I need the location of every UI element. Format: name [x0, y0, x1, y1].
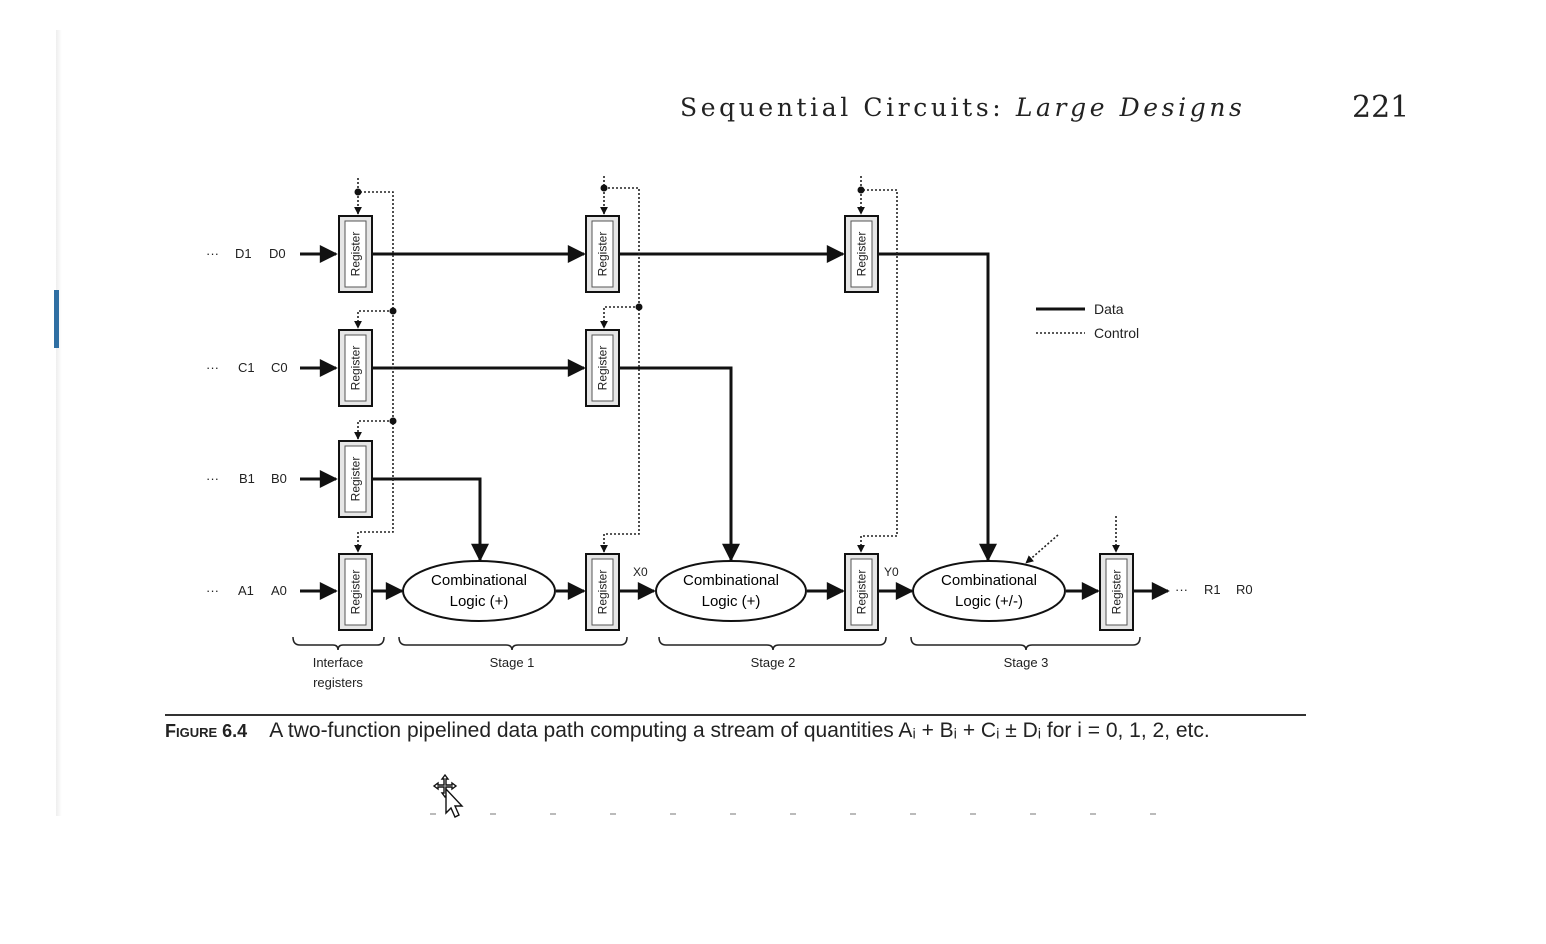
- register-a-interface: Register: [338, 553, 373, 631]
- register-label: Register: [596, 346, 610, 391]
- page-number: 221: [1352, 90, 1410, 125]
- register-d-stage2: Register: [844, 215, 879, 293]
- figure-label-prefix: F: [165, 721, 176, 741]
- logic-block-3-line2: Logic (+/-): [955, 593, 1023, 610]
- input-c-ellipsis: ···: [206, 360, 219, 375]
- input-d1: D1: [235, 246, 252, 261]
- brace-interface: [292, 636, 385, 651]
- input-b1: B1: [239, 471, 255, 486]
- register-label: Register: [855, 570, 869, 615]
- register-label: Register: [349, 346, 363, 391]
- logic-block-1-line2: Logic (+): [450, 593, 509, 610]
- input-b-ellipsis: ···: [206, 471, 219, 486]
- stage-label-interface-1: Interface: [313, 655, 364, 670]
- input-a-ellipsis: ···: [206, 583, 219, 598]
- register-label: Register: [596, 570, 610, 615]
- register-d-interface: Register: [338, 215, 373, 293]
- legend-control-label: Control: [1094, 325, 1139, 341]
- logic-block-1: Combinational Logic (+): [402, 560, 556, 622]
- running-header-roman: Sequential Circuits:: [680, 93, 1016, 122]
- register-label: Register: [596, 232, 610, 277]
- figure-caption: Figure 6.4 A two-function pipelined data …: [165, 718, 1315, 744]
- register-label: Register: [1110, 570, 1124, 615]
- bottom-page-edge: [430, 813, 1170, 815]
- brace-stage1: [398, 636, 628, 651]
- register-c-interface: Register: [338, 329, 373, 407]
- control-junctions: [354, 184, 865, 425]
- register-x-stage1: Register: [585, 553, 620, 631]
- input-a0: A0: [271, 583, 287, 598]
- logic-block-1-line1: Combinational: [431, 572, 527, 589]
- brace-stage3: [910, 636, 1141, 651]
- stage-braces: [292, 636, 1141, 651]
- wire-c-to-logic2: [620, 366, 740, 562]
- output-r0: R0: [1236, 582, 1253, 597]
- figure-label-number: 6.4: [217, 721, 248, 741]
- legend: Data Control: [1036, 301, 1139, 341]
- logic-block-3-line1: Combinational: [941, 572, 1037, 589]
- register-y-stage2: Register: [844, 553, 879, 631]
- input-c0: C0: [271, 360, 288, 375]
- move-cursor-icon: [432, 773, 466, 825]
- label-x0: X0: [633, 565, 648, 579]
- running-header-italic: Large Designs: [1015, 93, 1246, 122]
- register-b-interface: Register: [338, 440, 373, 518]
- output-r1: R1: [1204, 582, 1221, 597]
- logic-block-2-line1: Combinational: [683, 572, 779, 589]
- register-label: Register: [349, 457, 363, 502]
- wire-b-to-logic1: [373, 477, 489, 562]
- input-d0: D0: [269, 246, 286, 261]
- page-edge: [56, 30, 62, 816]
- caption-text: A two-function pipelined data path compu…: [269, 719, 1210, 742]
- register-group: RegisterRegisterRegisterRegisterRegister…: [338, 215, 1134, 631]
- register-label: Register: [855, 232, 869, 277]
- register-d-stage1: Register: [585, 215, 620, 293]
- output-ellipsis: ···: [1175, 582, 1188, 597]
- input-d-ellipsis: ···: [206, 246, 219, 261]
- input-c1: C1: [238, 360, 255, 375]
- stage-labels: Interface registers Stage 1 Stage 2 Stag…: [313, 655, 1049, 690]
- register-label: Register: [349, 232, 363, 277]
- brace-stage2: [658, 636, 887, 651]
- legend-data-label: Data: [1094, 301, 1124, 317]
- figure-label: Figure 6.4: [165, 721, 247, 741]
- input-a1: A1: [238, 583, 254, 598]
- register-r-stage3: Register: [1099, 553, 1134, 631]
- stage-label-interface-2: registers: [313, 675, 363, 690]
- input-labels: ··· D1 D0 ··· C1 C0 ··· B1 B0 ··· A1 A0 …: [206, 246, 1253, 598]
- label-y0: Y0: [884, 565, 899, 579]
- register-c-stage1: Register: [585, 329, 620, 407]
- logic-block-2: Combinational Logic (+): [655, 560, 807, 622]
- wire-d-to-logic3: [879, 252, 997, 562]
- caption-rule: [165, 714, 1306, 716]
- bookmark-marker: [54, 290, 59, 348]
- control-lines: [354, 176, 1120, 564]
- stage-label-2: Stage 2: [751, 655, 796, 670]
- input-b0: B0: [271, 471, 287, 486]
- stage-label-3: Stage 3: [1004, 655, 1049, 670]
- data-lines: [300, 245, 1170, 600]
- register-label: Register: [349, 570, 363, 615]
- figure-label-smallcaps: igure: [176, 721, 218, 741]
- logic-block-3: Combinational Logic (+/-): [912, 560, 1066, 622]
- stage-label-1: Stage 1: [490, 655, 535, 670]
- running-header: Sequential Circuits: Large Designs: [680, 93, 1245, 122]
- logic-block-2-line2: Logic (+): [702, 593, 761, 610]
